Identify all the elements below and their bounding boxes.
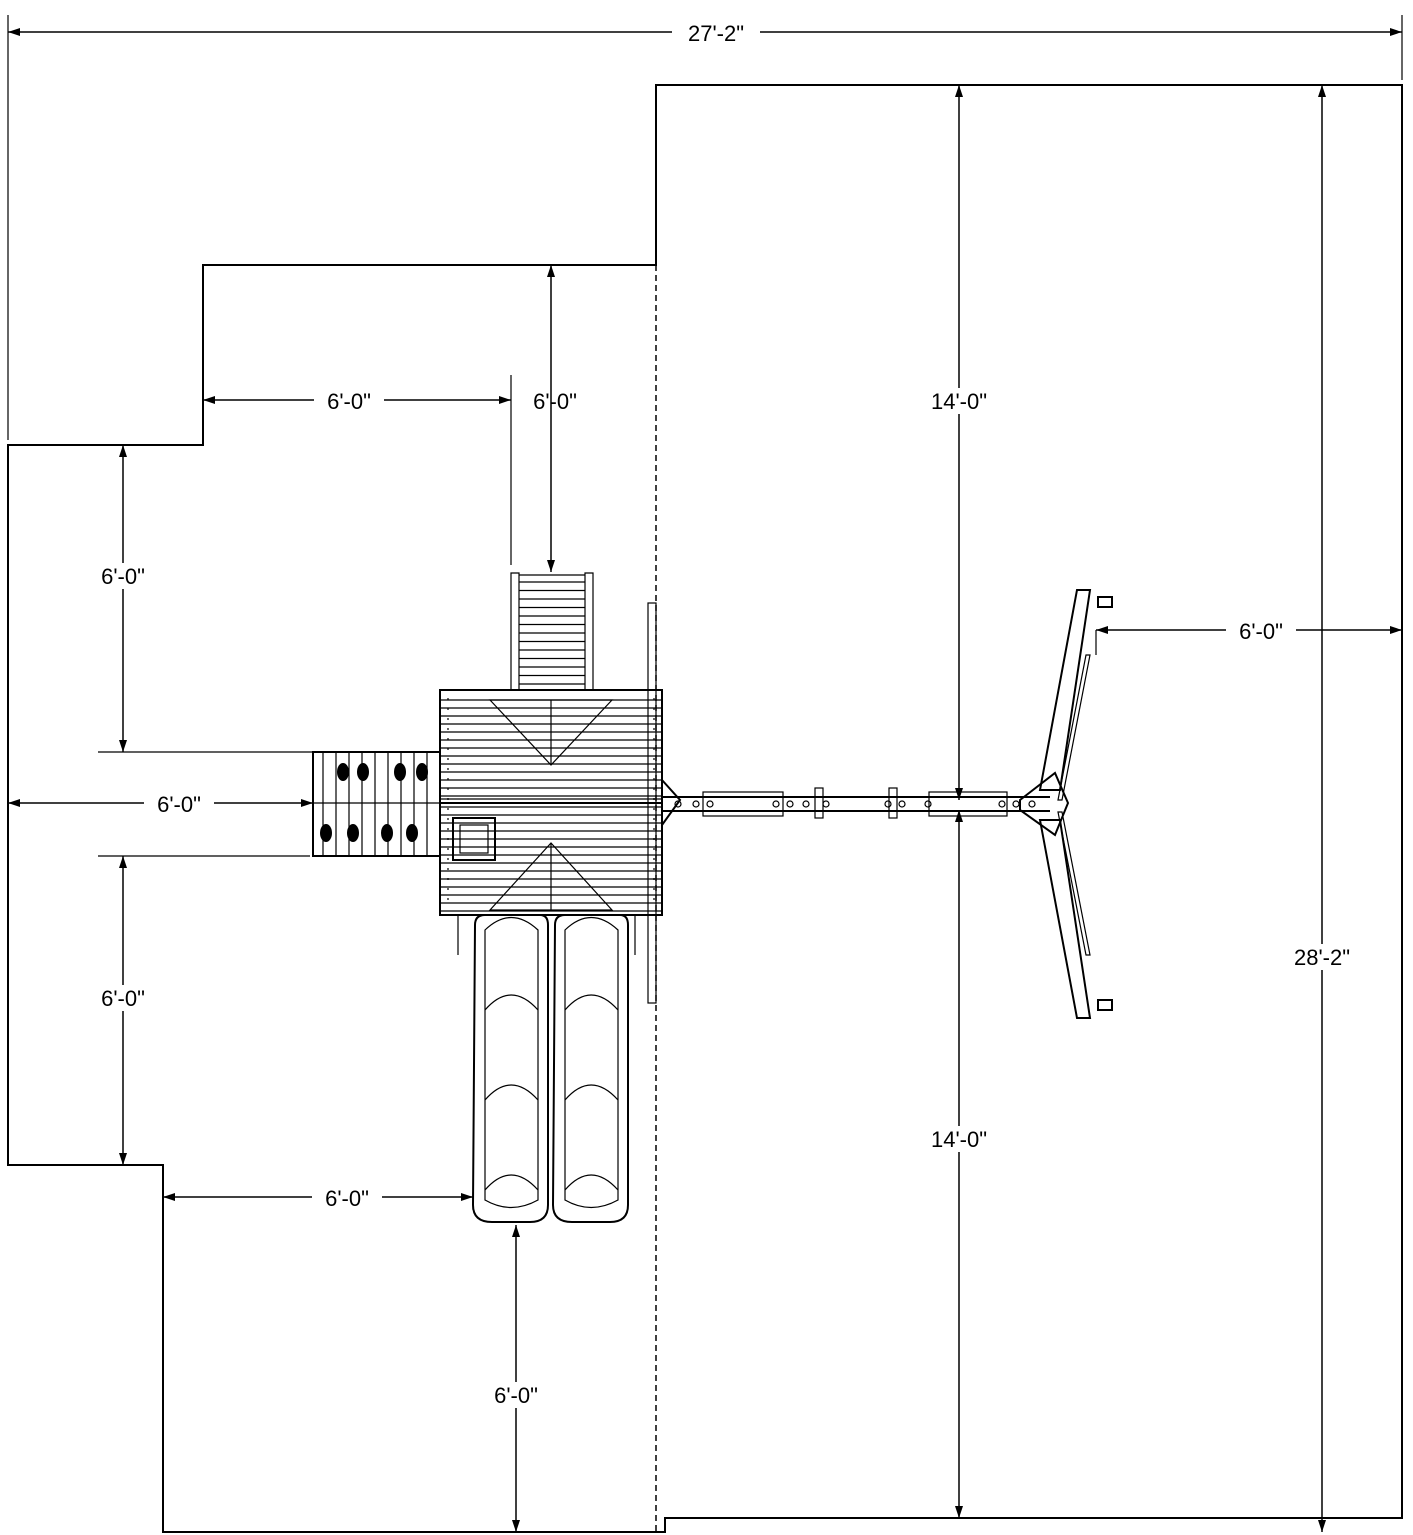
beam-bolt [884, 800, 892, 808]
beam-bolt [786, 800, 794, 808]
rock-wall [312, 751, 441, 857]
beam-bolt [822, 800, 830, 808]
beam-bolt [802, 800, 810, 808]
dimension-labels: 27'-2" 14'-0" 14'-0" 28'-2" 6'-0" 6'-0" … [88, 20, 1364, 1408]
beam-bolt [998, 800, 1006, 808]
safety-zone-outline [7, 84, 1403, 1533]
slide-bottom-label: 6'-0" [494, 1383, 538, 1408]
dimension-lines [8, 28, 1402, 1532]
beam-bolt [674, 800, 682, 808]
beam-bolt [898, 800, 906, 808]
left-upper-label: 6'-0" [101, 564, 145, 589]
beam-bolt [706, 800, 714, 808]
slide-left-label: 6'-0" [325, 1186, 369, 1211]
rock-hold [406, 824, 418, 842]
rock-hold [394, 763, 406, 781]
beam-bolt [1012, 800, 1020, 808]
slides [457, 914, 636, 1223]
rock-hold [416, 763, 428, 781]
rock-hold [381, 824, 393, 842]
overall-width-label: 27'-2" [688, 21, 744, 46]
beam-bolt [924, 800, 932, 808]
ladder [510, 572, 594, 691]
swing-clearance-bottom-label: 14'-0" [931, 1127, 987, 1152]
rock-hold [337, 763, 349, 781]
overall-depth-label: 28'-2" [1294, 945, 1350, 970]
swing-end-clearance-label: 6'-0" [1239, 619, 1283, 644]
a-frame-leg [1019, 589, 1113, 1019]
swing-clearance-top-label: 14'-0" [931, 389, 987, 414]
extension-lines [7, 15, 1403, 1210]
rock-hold [357, 763, 369, 781]
ladder-top-label: 6'-0" [533, 389, 577, 414]
rock-hold [347, 824, 359, 842]
rock-hold [320, 824, 332, 842]
left-lower-label: 6'-0" [101, 986, 145, 1011]
ladder-left-label: 6'-0" [327, 389, 371, 414]
swing-beam [661, 779, 1050, 826]
beam-bolt [772, 800, 780, 808]
left-middle-label: 6'-0" [157, 792, 201, 817]
beam-bolt [1028, 800, 1036, 808]
clubhouse-deck [439, 602, 663, 1004]
beam-bolt [692, 800, 700, 808]
